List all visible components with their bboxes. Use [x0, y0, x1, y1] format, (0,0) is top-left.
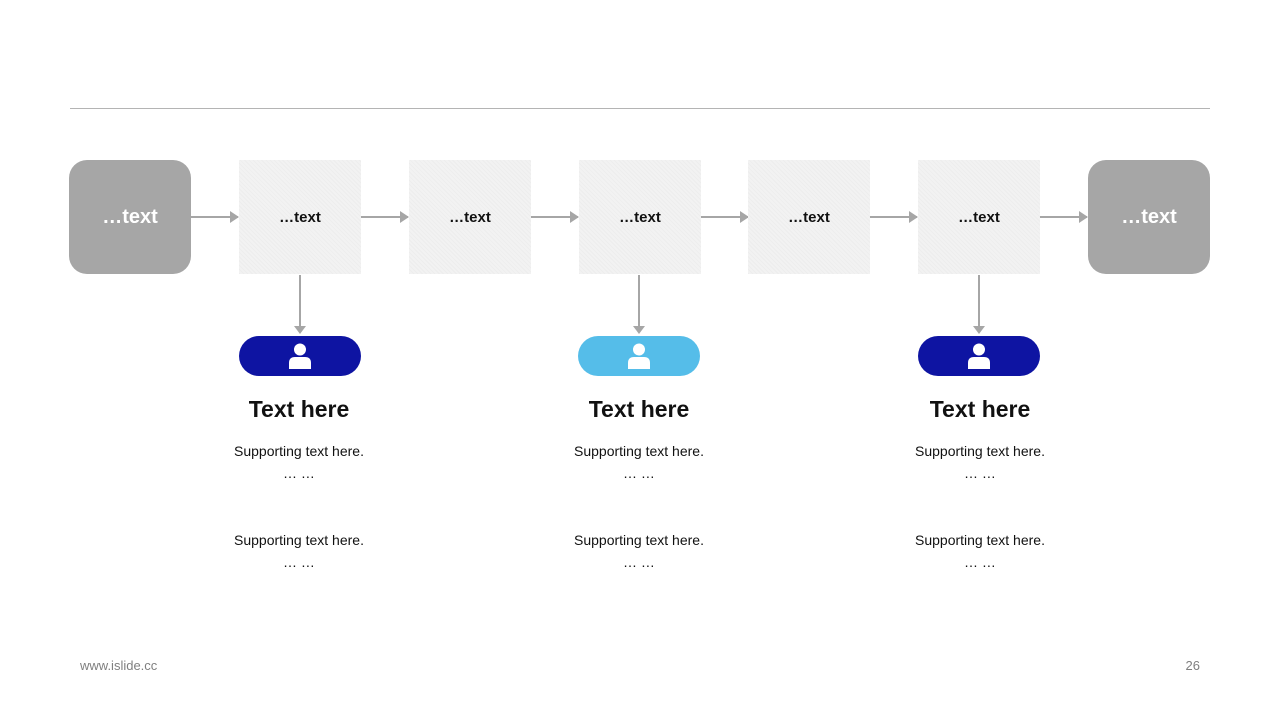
person-badge: [578, 336, 700, 376]
supporting-text-ellipsis: … …: [964, 554, 996, 570]
flow-start-label: …text: [102, 205, 158, 228]
person-icon: [968, 343, 990, 369]
flow-end-label: …text: [1121, 205, 1177, 228]
arrow-right-icon: [870, 211, 918, 223]
flow-step-box: …text: [579, 160, 701, 274]
person-icon: [628, 343, 650, 369]
supporting-text: Supporting text here. … …: [179, 440, 419, 484]
person-icon: [289, 343, 311, 369]
flow-step-label: …text: [449, 208, 491, 226]
arrow-right-icon: [191, 211, 239, 223]
supporting-text-line: Supporting text here.: [574, 443, 704, 459]
supporting-text: Supporting text here. … …: [179, 529, 419, 573]
supporting-text: Supporting text here. … …: [519, 529, 759, 573]
flow-step-label: …text: [619, 208, 661, 226]
arrow-right-icon: [531, 211, 579, 223]
person-badge: [239, 336, 361, 376]
flow-step-label: …text: [958, 208, 1000, 226]
supporting-text: Supporting text here. … …: [519, 440, 759, 484]
column-title: Text here: [929, 396, 1031, 422]
supporting-text-ellipsis: … …: [623, 465, 655, 481]
flow-step-label: …text: [279, 208, 321, 226]
supporting-text-line: Supporting text here.: [234, 443, 364, 459]
supporting-text-line: Supporting text here.: [915, 532, 1045, 548]
page-number: 26: [1185, 658, 1200, 673]
flow-step-label: …text: [788, 208, 830, 226]
supporting-text-ellipsis: … …: [283, 554, 315, 570]
flow-end-box: …text: [1088, 160, 1210, 274]
supporting-text: Supporting text here. … …: [860, 529, 1100, 573]
top-divider: [70, 108, 1210, 109]
flow-step-box: …text: [409, 160, 531, 274]
flow-step-box: …text: [239, 160, 361, 274]
supporting-text-line: Supporting text here.: [574, 532, 704, 548]
flow-start-box: …text: [69, 160, 191, 274]
supporting-text: Supporting text here. … …: [860, 440, 1100, 484]
arrow-down-icon: [973, 275, 985, 334]
supporting-text-ellipsis: … …: [623, 554, 655, 570]
arrow-down-icon: [633, 275, 645, 334]
supporting-text-line: Supporting text here.: [234, 532, 364, 548]
supporting-text-ellipsis: … …: [964, 465, 996, 481]
arrow-right-icon: [1040, 211, 1088, 223]
arrow-right-icon: [701, 211, 749, 223]
supporting-text-line: Supporting text here.: [915, 443, 1045, 459]
arrow-down-icon: [294, 275, 306, 334]
person-badge: [918, 336, 1040, 376]
supporting-text-ellipsis: … …: [283, 465, 315, 481]
flow-step-box: …text: [918, 160, 1040, 274]
column-title: Text here: [248, 396, 350, 422]
footer-url[interactable]: www.islide.cc: [80, 658, 158, 673]
column-title: Text here: [588, 396, 690, 422]
arrow-right-icon: [361, 211, 409, 223]
flow-step-box: …text: [748, 160, 870, 274]
